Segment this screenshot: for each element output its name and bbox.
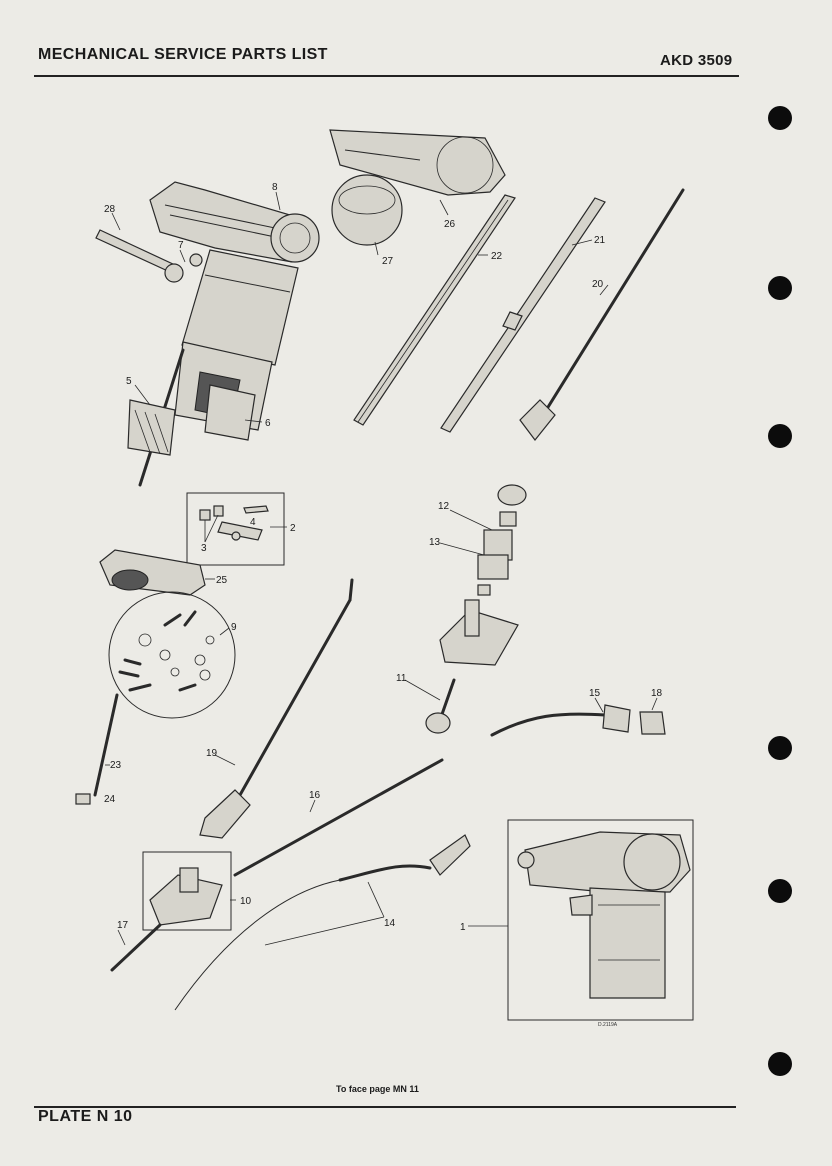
wiper-arm-20 xyxy=(519,188,685,441)
plate-label: PLATE N 10 xyxy=(38,1108,133,1125)
motor-assembly-1 xyxy=(517,831,691,999)
gearbox-cover xyxy=(99,549,206,596)
callout-label: 2 xyxy=(290,523,296,534)
callout-label: 10 xyxy=(240,896,252,907)
tubing-with-nut xyxy=(490,704,666,737)
callout-label: 24 xyxy=(104,794,116,805)
wiper-blade-21 xyxy=(440,197,606,433)
callout-label: 27 xyxy=(382,256,394,267)
callout-label: 11 xyxy=(396,673,407,684)
cable-rack-16 xyxy=(233,758,444,877)
mounting-bracket xyxy=(329,129,506,196)
callout-label: 9 xyxy=(231,622,237,633)
callout-label: 28 xyxy=(104,204,116,215)
callout-label: 5 xyxy=(126,376,132,387)
callout-leaders xyxy=(105,191,658,946)
callout-labels: 28 8 7 5 6 2 3 4 25 9 23 24 26 27 22 21 … xyxy=(104,182,663,1028)
callout-label: 12 xyxy=(438,501,450,512)
callout-label: 17 xyxy=(117,920,129,931)
page-reference-note: To face page MN 11 xyxy=(336,1084,419,1094)
callout-label: 4 xyxy=(250,517,256,528)
connecting-rod xyxy=(110,923,162,972)
brush-gear-frame xyxy=(186,492,285,566)
punch-hole-icon xyxy=(768,424,792,448)
callout-label: 6 xyxy=(265,418,271,429)
callout-label: 14 xyxy=(384,918,396,929)
punch-hole-icon xyxy=(768,276,792,300)
brush-gear-parts xyxy=(199,505,269,541)
page-title: MECHANICAL SERVICE PARTS LIST xyxy=(38,46,328,63)
fixings-set xyxy=(118,610,215,692)
callout-label: 1 xyxy=(460,922,466,933)
footer-rule xyxy=(34,1106,736,1108)
callout-label: 21 xyxy=(594,235,606,246)
callout-label: 26 xyxy=(444,219,456,230)
bolt-nut xyxy=(75,793,91,805)
punch-hole-icon xyxy=(768,106,792,130)
callout-label: 20 xyxy=(592,279,604,290)
punch-hole-icon xyxy=(768,879,792,903)
wheelbox-frame xyxy=(142,851,232,931)
wiper-arm-19 xyxy=(199,578,354,839)
punch-hole-icon xyxy=(768,1052,792,1076)
through-bolt xyxy=(93,693,119,797)
callout-label: 22 xyxy=(491,251,503,262)
flexible-cable-14 xyxy=(174,834,471,1011)
callout-label: 7 xyxy=(178,240,184,251)
wiper-motor-exploded-group xyxy=(95,181,320,487)
callout-label: 23 xyxy=(110,760,122,771)
callout-label: 19 xyxy=(206,748,218,759)
callout-label: 15 xyxy=(589,688,601,699)
document-code: AKD 3509 xyxy=(660,52,733,69)
drawing-reference: D.2119A xyxy=(598,1022,618,1028)
wheelbox-10 xyxy=(149,867,223,926)
callout-label: 13 xyxy=(429,537,441,548)
motor-assembly-frame xyxy=(507,819,694,1021)
callout-label: 3 xyxy=(201,543,207,554)
fixings-circle xyxy=(108,591,236,719)
callout-label: 25 xyxy=(216,575,228,586)
callout-label: 16 xyxy=(309,790,321,801)
header-rule xyxy=(34,75,739,77)
callout-label: 8 xyxy=(272,182,278,193)
callout-label: 18 xyxy=(651,688,663,699)
cover-boss xyxy=(111,569,149,591)
punch-hole-icon xyxy=(768,736,792,760)
motor-cap xyxy=(331,174,403,246)
wheelbox-assembly xyxy=(425,484,527,734)
wiper-blade-22 xyxy=(353,194,516,426)
